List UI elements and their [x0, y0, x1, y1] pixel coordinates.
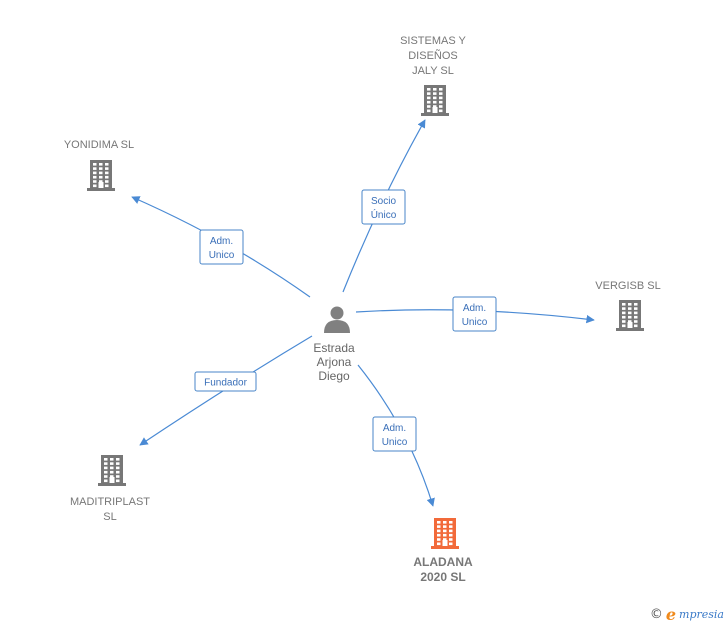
company-name-maditriplast[interactable]: SL — [103, 511, 116, 523]
edge-label-text: Único — [371, 208, 397, 221]
company-name-yonidima[interactable]: YONIDIMA SL — [64, 139, 134, 151]
edge-label-text: Unico — [382, 437, 408, 448]
person-name-line: Arjona — [317, 355, 352, 369]
company-name-maditriplast[interactable]: MADITRIPLAST — [70, 496, 150, 508]
copyright-symbol: © — [649, 607, 663, 622]
building-icon[interactable] — [421, 85, 449, 116]
person-name-line: Diego — [318, 369, 350, 383]
company-name-aladana[interactable]: ALADANA — [413, 555, 473, 569]
building-icon[interactable] — [98, 455, 126, 486]
building-icon[interactable] — [87, 160, 115, 191]
edge-label-text: Adm. — [210, 236, 233, 247]
edge-label-text: Adm. — [463, 303, 486, 314]
edge-label-text: Socio — [371, 196, 396, 207]
company-name-sistemas[interactable]: SISTEMAS Y — [400, 35, 466, 47]
company-name-sistemas[interactable]: JALY SL — [412, 65, 454, 77]
edge-label-text: Fundador — [204, 378, 247, 389]
edge-label-yonidima[interactable]: Adm. Unico — [199, 229, 244, 265]
company-name-aladana[interactable]: 2020 SL — [420, 570, 465, 584]
edges-layer — [131, 119, 595, 507]
building-icon[interactable] — [616, 300, 644, 331]
edge-label-aladana[interactable]: Adm. Unico — [372, 416, 417, 452]
person-name-line: Estrada — [313, 341, 355, 355]
company-name-sistemas[interactable]: DISEÑOS — [408, 49, 458, 62]
edge-label-text: Unico — [209, 250, 235, 261]
edge-label-vergisb[interactable]: Adm. Unico — [452, 296, 497, 332]
person-icon[interactable] — [324, 306, 350, 334]
edge-labels-layer: SocioÚnicoAdm.UnicoAdm.UnicoFundadorAdm.… — [194, 189, 497, 452]
edge-label-text: Adm. — [383, 423, 406, 434]
edge-label-text: Unico — [462, 317, 488, 328]
building-icon[interactable] — [431, 518, 459, 549]
brand-initial: e — [665, 605, 677, 624]
brand-rest: mpresia — [679, 608, 724, 621]
company-name-vergisb[interactable]: VERGISB SL — [595, 280, 660, 292]
edge-label-maditriplast[interactable]: Fundador — [194, 371, 257, 392]
